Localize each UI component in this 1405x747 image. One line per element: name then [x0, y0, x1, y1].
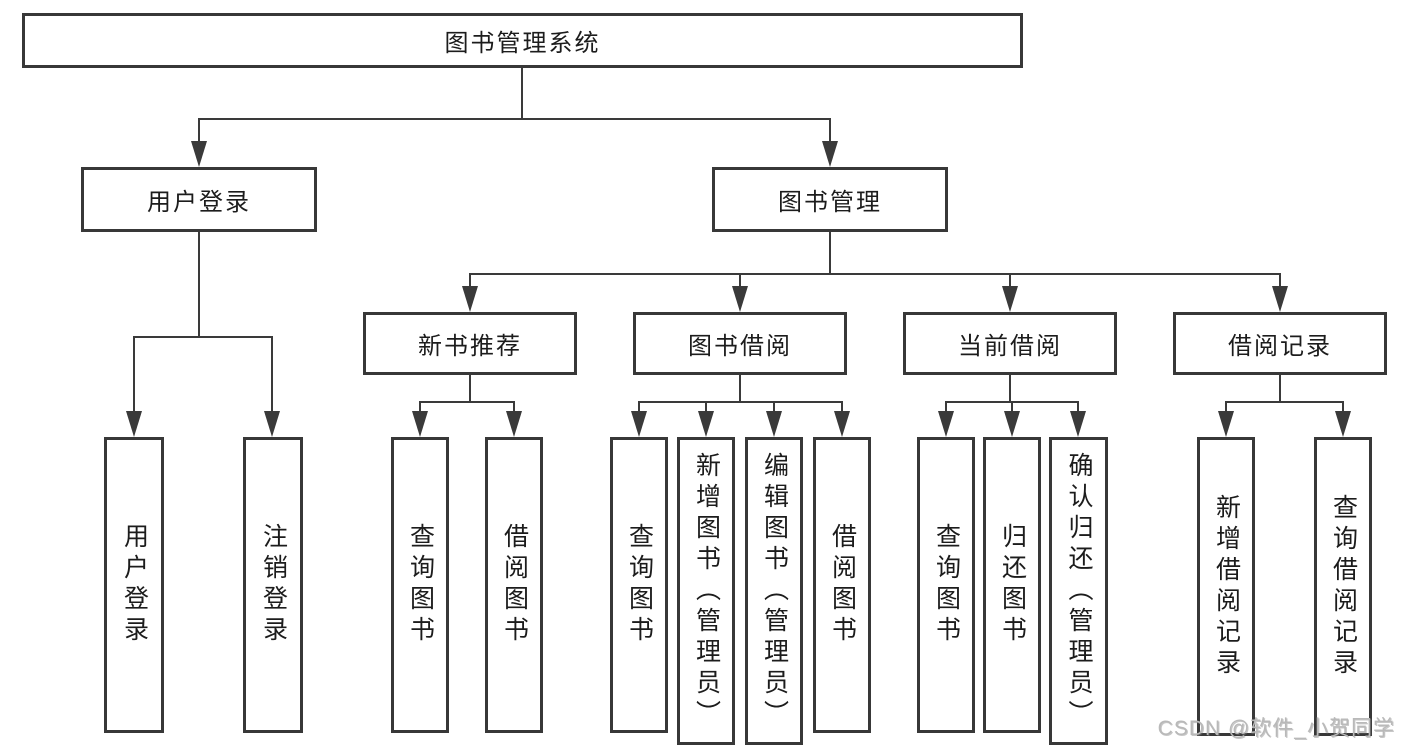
connector-vline: [419, 401, 421, 411]
leaf-cb-confirm-return-admin-label: 确认归还（管理员）: [1065, 451, 1093, 731]
leaf-bb-edit-books-admin: 编辑图书（管理员）: [745, 437, 803, 745]
node-book-borrowing: 图书借阅: [633, 312, 847, 375]
connector-vline: [469, 375, 471, 403]
connector-hline: [419, 401, 515, 403]
arrowhead-icon: [1070, 411, 1086, 437]
connector-vline: [829, 118, 831, 141]
connector-vline: [1009, 273, 1011, 286]
connector-vline: [1225, 401, 1227, 411]
node-library-system-label: 图书管理系统: [444, 30, 601, 57]
leaf-cb-confirm-return-admin: 确认归还（管理员）: [1049, 437, 1108, 745]
arrowhead-icon: [1335, 411, 1351, 437]
leaf-br-query-borrow-record: 查询借阅记录: [1314, 437, 1372, 736]
node-user-login: 用户登录: [81, 167, 317, 232]
arrowhead-icon: [938, 411, 954, 437]
connector-vline: [739, 375, 741, 403]
connector-vline: [1011, 401, 1013, 411]
leaf-nbr-borrow-books: 借阅图书: [485, 437, 543, 733]
leaf-cb-return-books: 归还图书: [983, 437, 1041, 733]
node-library-system: 图书管理系统: [22, 13, 1023, 68]
arrowhead-icon: [126, 411, 142, 437]
node-book-management-label: 图书管理: [778, 189, 882, 216]
connector-vline: [469, 273, 471, 286]
arrowhead-icon: [1004, 411, 1020, 437]
connector-vline: [945, 401, 947, 411]
node-borrowing-records-label: 借阅记录: [1228, 333, 1332, 360]
connector-vline: [829, 232, 831, 273]
leaf-logout-login-label: 注销登录: [259, 523, 288, 647]
arrowhead-icon: [1002, 286, 1018, 312]
node-current-borrowing-label: 当前借阅: [958, 333, 1062, 360]
node-new-book-recommendation-label: 新书推荐: [418, 333, 522, 360]
connector-vline: [638, 401, 640, 411]
arrowhead-icon: [462, 286, 478, 312]
arrowhead-icon: [191, 141, 207, 167]
leaf-bb-query-books-label: 查询图书: [625, 523, 654, 647]
arrowhead-icon: [412, 411, 428, 437]
connector-vline: [1279, 375, 1281, 403]
arrowhead-icon: [1218, 411, 1234, 437]
arrowhead-icon: [766, 411, 782, 437]
connector-vline: [1077, 401, 1079, 411]
leaf-user-login-label: 用户登录: [120, 523, 149, 647]
leaf-bb-add-books-admin: 新增图书（管理员）: [677, 437, 735, 745]
arrowhead-icon: [1272, 286, 1288, 312]
leaf-bb-edit-books-admin-label: 编辑图书（管理员）: [760, 451, 789, 731]
arrowhead-icon: [834, 411, 850, 437]
connector-hline: [638, 401, 843, 403]
csdn-watermark: CSDN @软件_小贺同学: [1157, 717, 1395, 740]
node-borrowing-records: 借阅记录: [1173, 312, 1387, 375]
arrowhead-icon: [506, 411, 522, 437]
connector-vline: [521, 68, 523, 118]
arrowhead-icon: [698, 411, 714, 437]
arrowhead-icon: [732, 286, 748, 312]
connector-vline: [705, 401, 707, 411]
arrowhead-icon: [631, 411, 647, 437]
leaf-bb-borrow-books: 借阅图书: [813, 437, 871, 733]
leaf-br-add-borrow-record: 新增借阅记录: [1197, 437, 1255, 736]
leaf-cb-query-books-label: 查询图书: [932, 523, 961, 647]
node-book-borrowing-label: 图书借阅: [688, 333, 792, 360]
arrowhead-icon: [822, 141, 838, 167]
connector-vline: [1279, 273, 1281, 286]
connector-vline: [198, 232, 200, 336]
connector-vline: [773, 401, 775, 411]
arrowhead-icon: [264, 411, 280, 437]
connector-vline: [133, 336, 135, 411]
node-current-borrowing: 当前借阅: [903, 312, 1117, 375]
leaf-bb-query-books: 查询图书: [610, 437, 668, 733]
leaf-nbr-query-books-label: 查询图书: [406, 523, 435, 647]
connector-vline: [513, 401, 515, 411]
leaf-bb-add-books-admin-label: 新增图书（管理员）: [692, 451, 721, 731]
node-user-login-label: 用户登录: [147, 189, 251, 216]
node-new-book-recommendation: 新书推荐: [363, 312, 577, 375]
connector-vline: [198, 118, 200, 141]
leaf-bb-borrow-books-label: 借阅图书: [828, 523, 857, 647]
connector-vline: [271, 336, 273, 411]
leaf-nbr-query-books: 查询图书: [391, 437, 449, 733]
node-book-management: 图书管理: [712, 167, 948, 232]
leaf-br-add-borrow-record-label: 新增借阅记录: [1212, 493, 1241, 680]
connector-hline: [198, 118, 831, 120]
leaf-cb-query-books: 查询图书: [917, 437, 975, 733]
leaf-br-query-borrow-record-label: 查询借阅记录: [1329, 493, 1358, 680]
connector-hline: [1225, 401, 1344, 403]
leaf-user-login: 用户登录: [104, 437, 164, 733]
connector-vline: [1009, 375, 1011, 403]
leaf-cb-return-books-label: 归还图书: [998, 523, 1027, 647]
connector-vline: [841, 401, 843, 411]
connector-hline: [133, 336, 273, 338]
connector-hline: [469, 273, 1281, 275]
connector-vline: [1342, 401, 1344, 411]
leaf-nbr-borrow-books-label: 借阅图书: [500, 523, 529, 647]
connector-vline: [739, 273, 741, 286]
leaf-logout-login: 注销登录: [243, 437, 303, 733]
